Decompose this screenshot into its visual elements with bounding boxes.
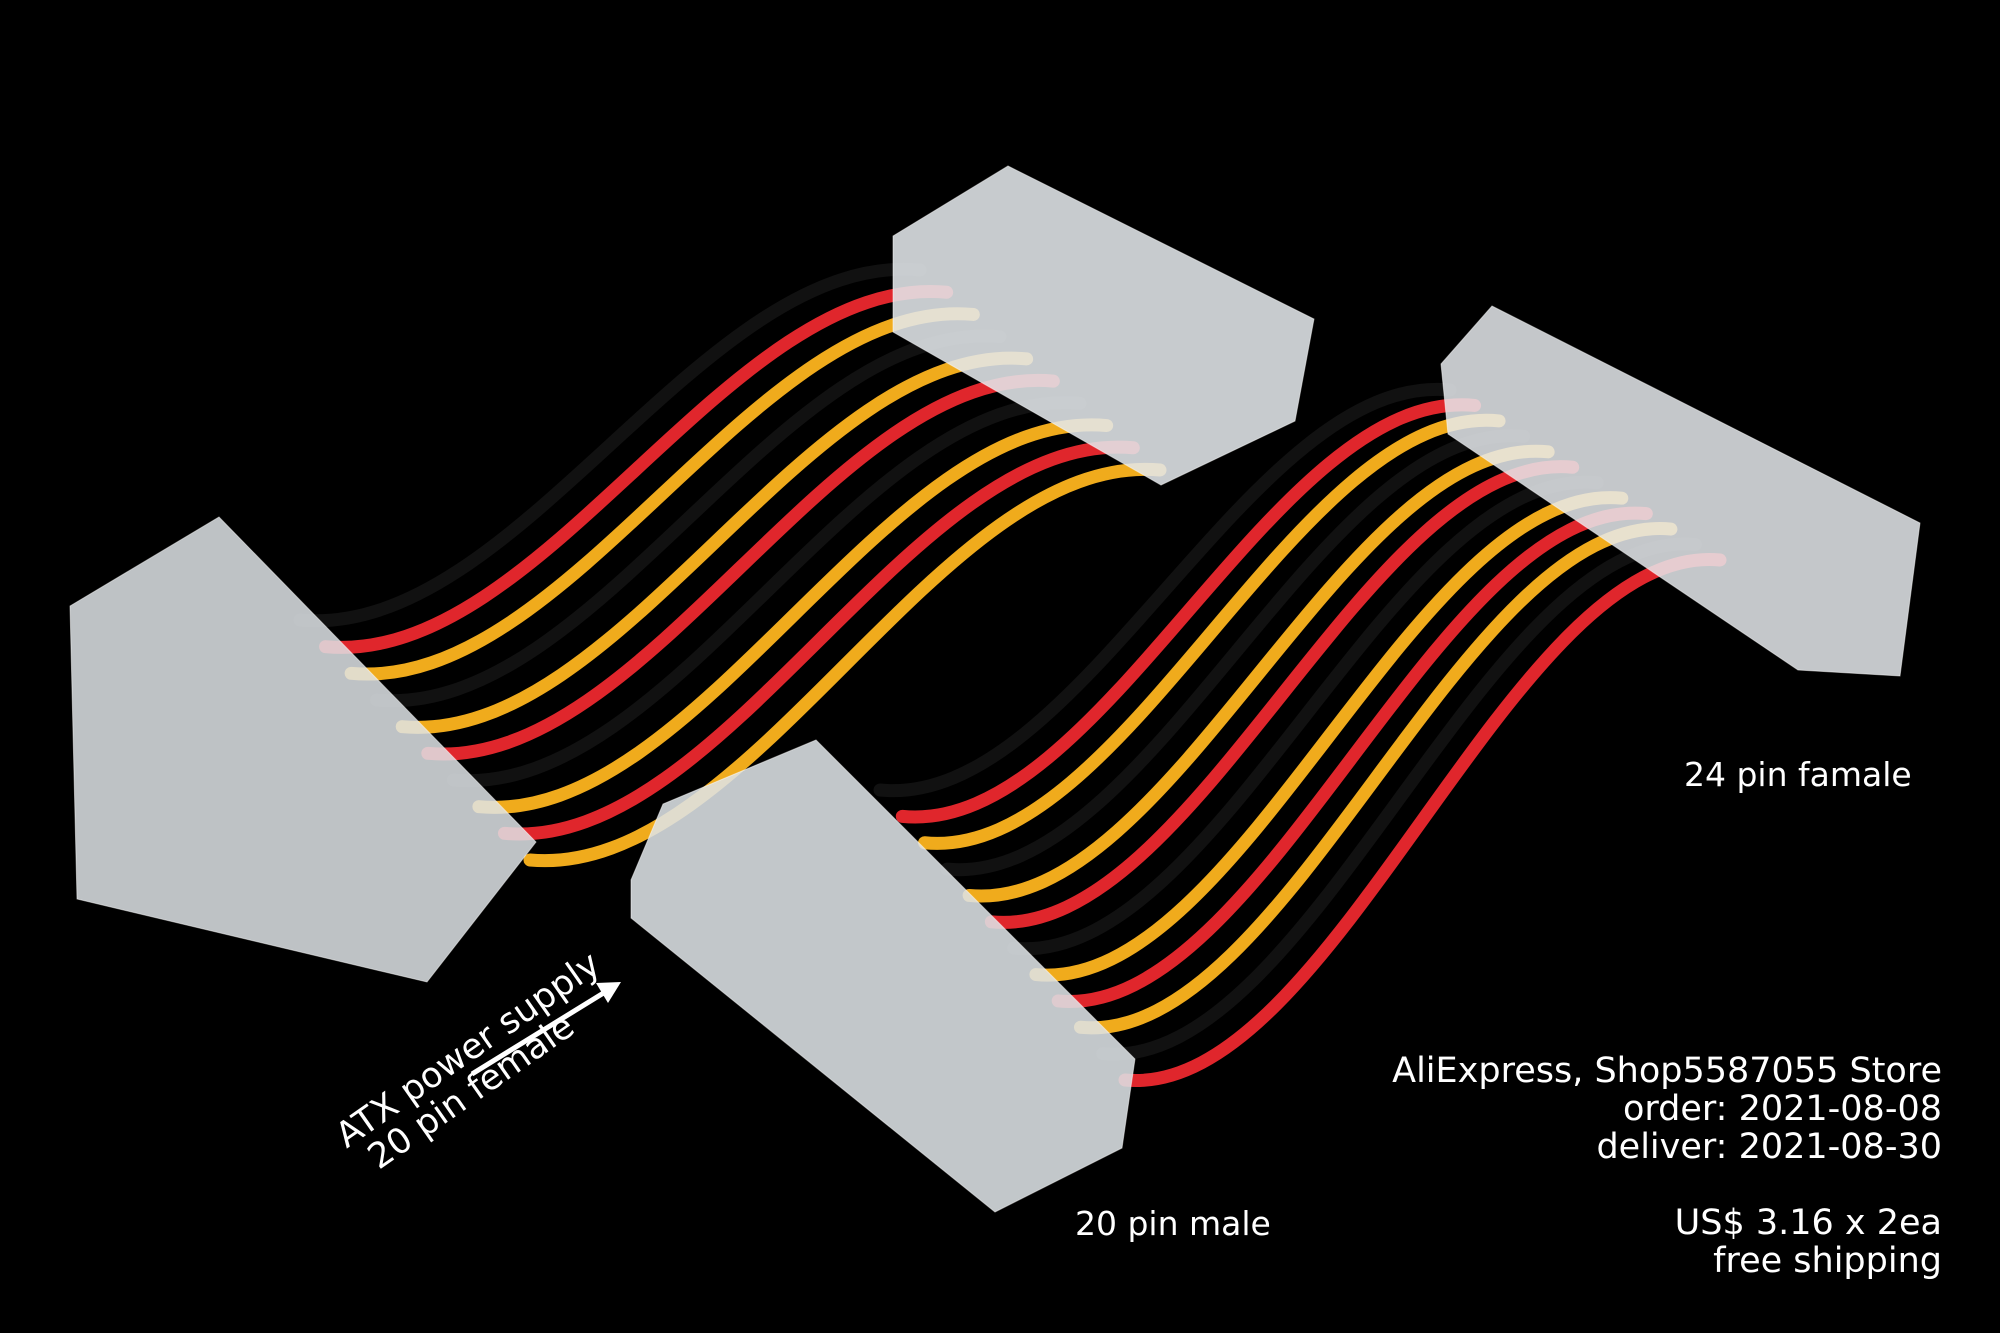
purchase-info: AliExpress, Shop5587055 Store order: 202… bbox=[1392, 1052, 1942, 1280]
left-bundle-wire bbox=[421, 374, 1060, 761]
deliver-date: deliver: 2021-08-30 bbox=[1596, 1127, 1942, 1167]
right-bundle-wire bbox=[895, 398, 1482, 824]
shipping: free shipping bbox=[1713, 1241, 1942, 1281]
right-bundle-wire bbox=[940, 429, 1531, 877]
right-bundle-wire bbox=[984, 460, 1580, 929]
price: US$ 3.16 x 2ea bbox=[1674, 1203, 1942, 1243]
top-connector-20pin-female bbox=[892, 165, 1315, 486]
order-date: order: 2021-08-08 bbox=[1622, 1089, 1942, 1129]
left-bundle-wire bbox=[472, 418, 1114, 814]
right-bundle-wire bbox=[1051, 506, 1653, 1008]
left-bundle-wire bbox=[395, 351, 1034, 734]
label-20-pin-male: 20 pin male bbox=[1075, 1204, 1271, 1243]
right-bundle-wire bbox=[1096, 537, 1702, 1061]
right-bundle-wire bbox=[1118, 553, 1727, 1087]
store-name: AliExpress, Shop5587055 Store bbox=[1392, 1051, 1942, 1091]
left-bundle-wire bbox=[523, 462, 1167, 868]
left-bundle-wire bbox=[319, 285, 954, 654]
right-connector-24pin-female bbox=[1440, 305, 1921, 677]
right-bundle-wire bbox=[1029, 491, 1629, 982]
right-bundle-wire bbox=[1073, 522, 1678, 1035]
left-bundle-wire bbox=[293, 262, 927, 628]
right-bundle-wire bbox=[873, 383, 1457, 797]
label-24-pin-female: 24 pin famale bbox=[1684, 755, 1912, 794]
bottom-connector-20pin-male bbox=[630, 739, 1136, 1213]
right-bundle-wire bbox=[918, 413, 1506, 850]
left-bundle-wire bbox=[370, 329, 1007, 708]
arrow-icon bbox=[470, 982, 621, 1077]
right-bundle-wire bbox=[1007, 475, 1604, 956]
right-bundle-wire bbox=[962, 444, 1555, 903]
left-connector-24pin-male bbox=[69, 516, 537, 983]
left-bundle-wire bbox=[497, 440, 1140, 841]
left-bundle-wire bbox=[446, 396, 1087, 788]
left-bundle-wire bbox=[344, 307, 980, 681]
